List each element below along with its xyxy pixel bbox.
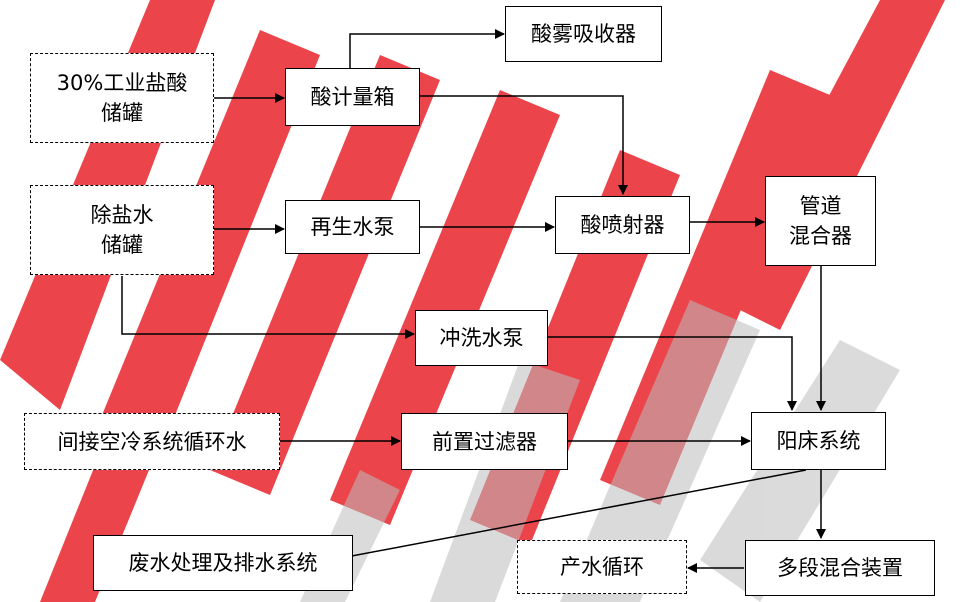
arrow-flush-to-cation xyxy=(548,336,797,411)
arrow-meter-to-ejector xyxy=(420,95,628,195)
hcl-storage-tank: 30%工业盐酸 储罐 xyxy=(30,53,214,143)
demin-water-tank: 除盐水 储罐 xyxy=(30,185,214,275)
multi-stage-mixer-label: 多段混合装置 xyxy=(777,556,903,580)
pre-filter-label: 前置过滤器 xyxy=(432,429,537,454)
cation-bed-system: 阳床系统 xyxy=(751,412,886,470)
waste-water-system: 废水处理及排水系统 xyxy=(93,535,353,591)
arrow-demin-to-flush xyxy=(121,276,415,339)
flush-water-pump: 冲洗水泵 xyxy=(415,310,548,366)
hcl-storage-tank-line1: 30%工业盐酸 xyxy=(56,71,188,95)
demin-water-tank-line2: 储罐 xyxy=(101,233,143,257)
waste-water-system-label: 废水处理及排水系统 xyxy=(128,551,318,575)
acid-ejector-label: 酸喷射器 xyxy=(580,213,665,237)
acid-mist-absorber-label: 酸雾吸收器 xyxy=(531,22,636,46)
acid-metering-tank: 酸计量箱 xyxy=(285,68,420,126)
pipe-mixer-line2: 混合器 xyxy=(789,224,852,248)
flush-water-pump-label: 冲洗水泵 xyxy=(439,326,524,350)
regen-water-pump-label: 再生水泵 xyxy=(310,215,395,239)
regen-water-pump: 再生水泵 xyxy=(285,200,420,254)
acid-ejector: 酸喷射器 xyxy=(555,196,690,254)
acid-mist-absorber: 酸雾吸收器 xyxy=(505,6,662,62)
pipe-mixer: 管道 混合器 xyxy=(765,176,876,266)
pre-filter: 前置过滤器 xyxy=(401,413,568,470)
hcl-storage-tank-line2: 储罐 xyxy=(101,101,143,125)
multi-stage-mixer: 多段混合装置 xyxy=(745,540,935,596)
pipe-mixer-line1: 管道 xyxy=(799,194,842,218)
product-water-cycle-label: 产水循环 xyxy=(560,555,644,579)
demin-water-tank-line1: 除盐水 xyxy=(90,203,154,227)
arrow-meter-to-absorber xyxy=(349,29,505,68)
product-water-cycle: 产水循环 xyxy=(517,540,687,594)
cation-bed-system-label: 阳床系统 xyxy=(776,429,861,453)
acid-metering-tank-label: 酸计量箱 xyxy=(310,85,395,109)
cooling-circulating-water-label: 间接空冷系统循环水 xyxy=(57,429,247,454)
cooling-circulating-water: 间接空冷系统循环水 xyxy=(24,413,280,470)
